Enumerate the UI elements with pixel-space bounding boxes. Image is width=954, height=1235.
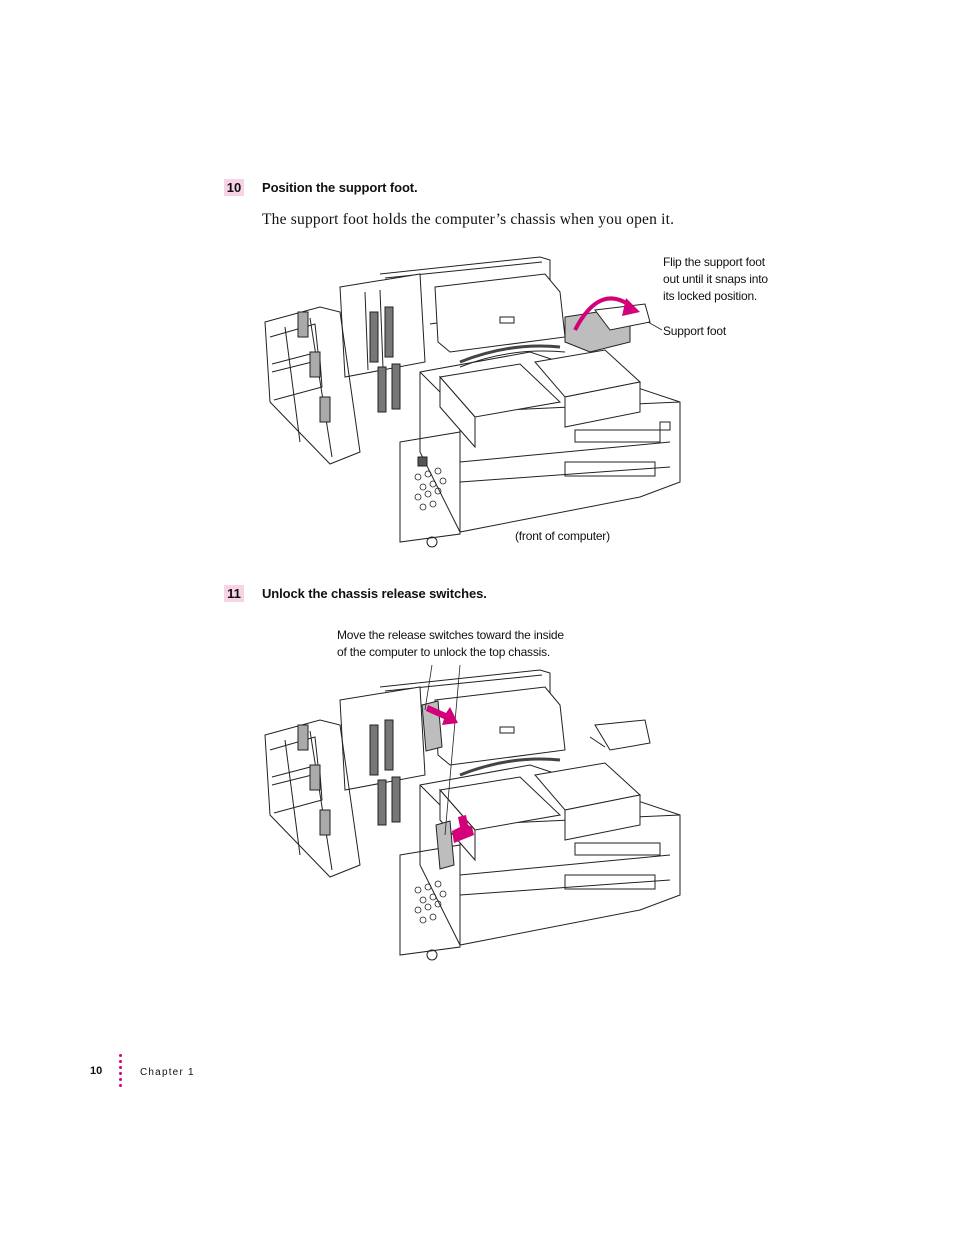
chapter-label: Chapter 1 (140, 1067, 195, 1078)
support-foot-label: Support foot (663, 324, 726, 338)
flip-foot-callout: Flip the support foot out until it snaps… (663, 254, 768, 305)
step-11-number: 11 (224, 585, 244, 602)
flip-foot-callout-line-3: its locked position. (663, 289, 758, 303)
push-arrow-icon (426, 705, 474, 843)
footer-dot-rule (119, 1054, 123, 1090)
step-10-number: 10 (224, 179, 244, 196)
step-11-title: Unlock the chassis release switches. (262, 586, 487, 601)
front-of-computer-label: (front of computer) (515, 529, 610, 543)
release-switch-callout: Move the release switches toward the ins… (337, 627, 564, 661)
page-number: 10 (90, 1065, 103, 1077)
release-switch-callout-line-2: of the computer to unlock the top chassi… (337, 645, 551, 659)
computer-support-foot-illustration (264, 256, 681, 548)
step-10-description: The support foot holds the computer’s ch… (262, 211, 675, 228)
computer-release-switches-illustration (264, 665, 681, 961)
release-switch-callout-line-1: Move the release switches toward the ins… (337, 628, 564, 642)
flip-foot-callout-line-2: out until it snaps into (663, 272, 768, 286)
step-10-title: Position the support foot. (262, 180, 418, 195)
flip-foot-callout-line-1: Flip the support foot (663, 255, 765, 269)
